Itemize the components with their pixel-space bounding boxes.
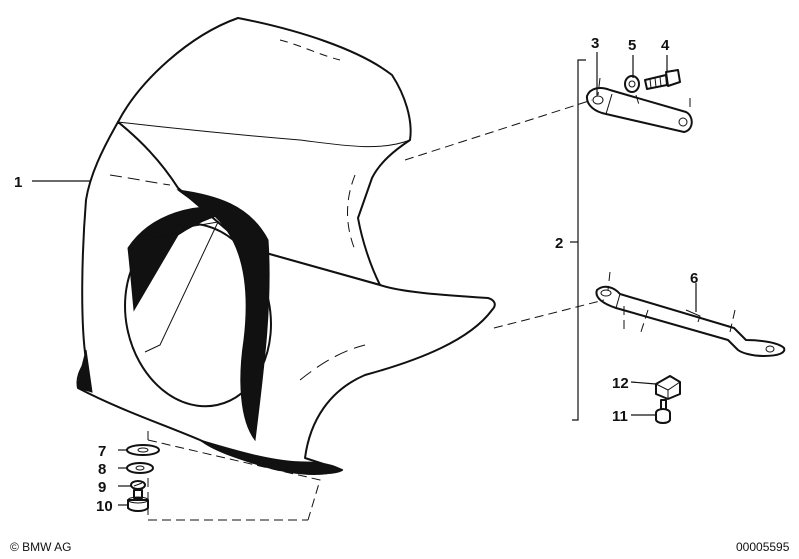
lower-bracket-part (595, 285, 786, 357)
callout-labels: 1 2 3 4 5 6 7 8 9 10 11 12 (14, 35, 698, 515)
washer-part (624, 75, 640, 93)
callout-1: 1 (14, 174, 22, 191)
bolt-part (644, 69, 681, 90)
fairing-part (76, 17, 496, 475)
callout-7: 7 (98, 443, 106, 460)
spring-washer-part (130, 480, 146, 490)
clip-nut-part (655, 375, 681, 400)
callout-6: 6 (690, 270, 698, 287)
callout-12: 12 (612, 375, 629, 392)
callout-5: 5 (628, 37, 636, 54)
callout-11: 11 (612, 408, 628, 425)
callout-8: 8 (98, 461, 106, 478)
assembly-lines (147, 77, 736, 521)
callout-2: 2 (555, 235, 563, 252)
washer-7-part (126, 444, 160, 456)
screw-10-part (127, 489, 149, 512)
upper-bracket-part (585, 87, 693, 133)
callout-4: 4 (661, 37, 670, 54)
callout-3: 3 (591, 35, 599, 52)
callout-10: 10 (96, 498, 113, 515)
leader-lines (32, 52, 697, 506)
washer-8-part (126, 462, 154, 474)
copyright-text: © BMW AG (10, 540, 72, 554)
callout-9: 9 (98, 479, 106, 496)
screw-part (655, 399, 671, 424)
drawing-number: 00005595 (736, 540, 790, 554)
